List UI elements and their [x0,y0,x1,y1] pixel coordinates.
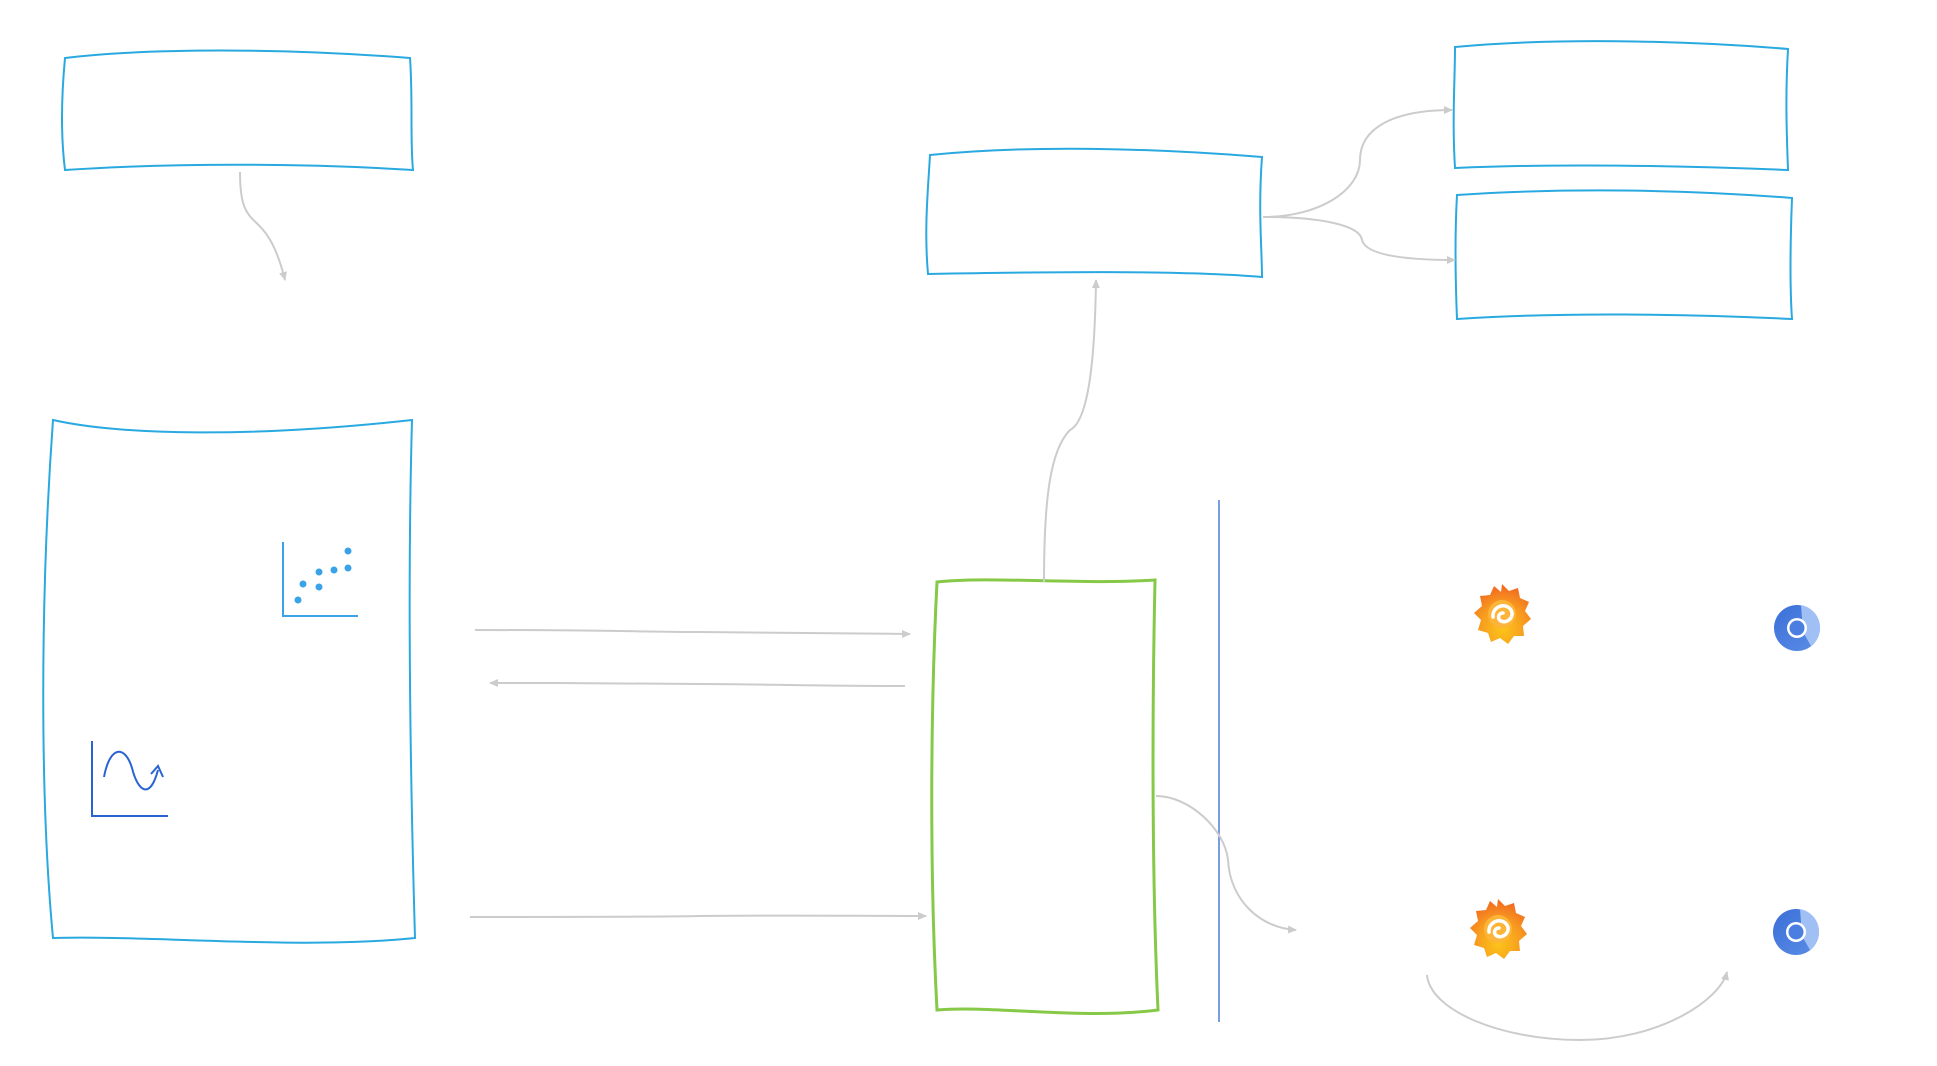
center-top-box [925,147,1264,279]
top-left-box [60,49,415,172]
connector-centerbox-to-right2 [1262,216,1456,264]
right-top-box-2 [1454,189,1794,321]
connector-green-to-panel [489,679,906,688]
right-top-box-1 [1452,40,1790,172]
connector-topbox-to-panel [239,171,287,281]
chromium-icon [1773,909,1820,955]
grafana-icon [1470,899,1527,959]
large-left-panel [42,418,417,944]
connector-green-to-grafana [1155,795,1297,934]
line-chart-icon [91,741,168,817]
connector-grafana-to-chromium [1426,971,1729,1042]
connector-green-to-centerbox [1043,279,1100,583]
scatter-plot-icon [282,542,358,617]
connector-centerbox-to-right1 [1262,106,1453,218]
chromium-icon [1774,605,1821,651]
grafana-icon [1474,584,1531,644]
connector-panel-to-green-2 [469,911,927,920]
connector-panel-to-green-1 [474,629,911,638]
center-green-box [930,578,1160,1016]
